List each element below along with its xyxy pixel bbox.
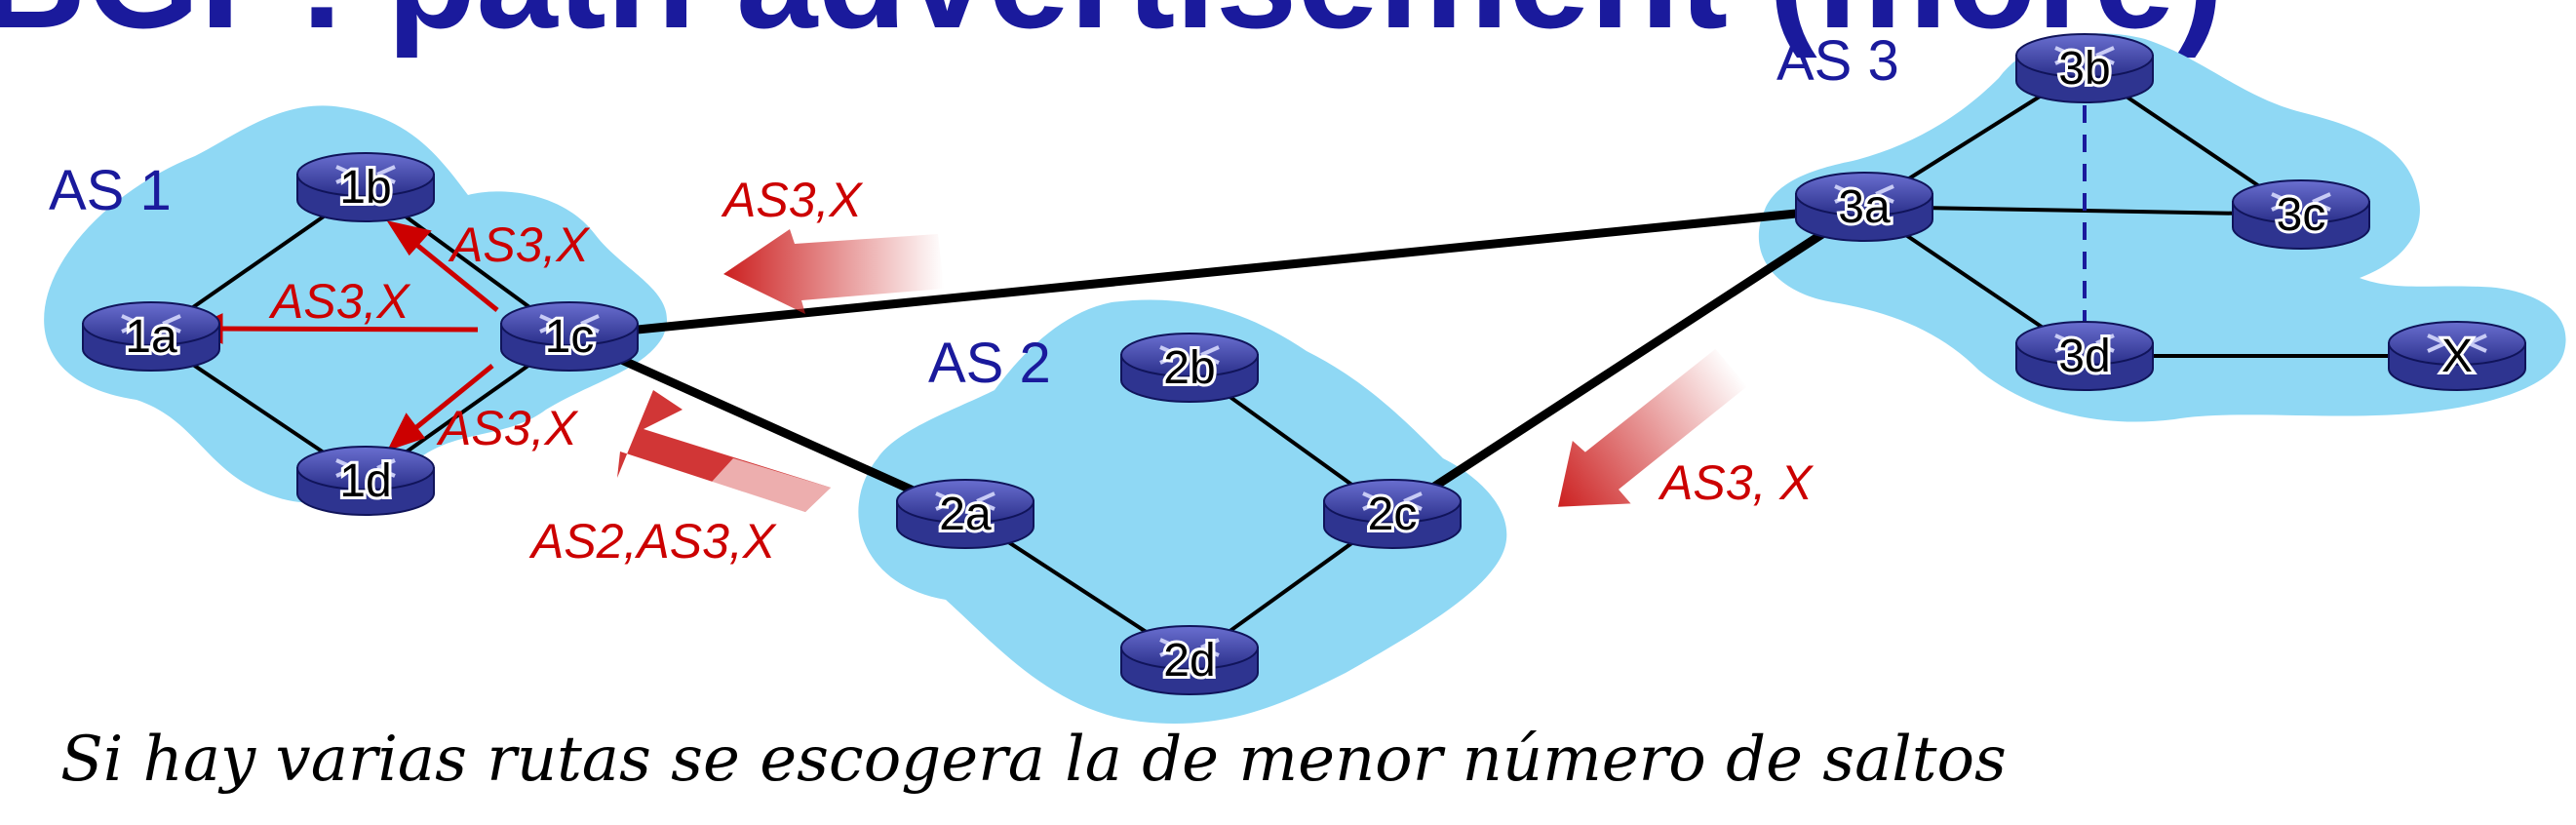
router-top (1120, 625, 1259, 670)
router-x: X (2388, 321, 2526, 391)
as2-cloud (858, 299, 1507, 724)
arrow-adv-as3-to-as2 (1558, 348, 1748, 507)
arrow-1c-1b (408, 237, 499, 312)
router-top (2015, 33, 2154, 78)
router-label: 2b (1163, 342, 1215, 394)
router-3d: 3d (2015, 321, 2154, 391)
router-label: 1d (339, 455, 391, 507)
inter-as-links (567, 202, 1867, 519)
msg-to-1a: AS3,X (268, 274, 410, 329)
router-arrows-icon (335, 165, 396, 184)
router-top (1120, 333, 1259, 377)
arrowhead-1d (387, 412, 426, 452)
arrow-adv-as3-to-as1 (723, 229, 944, 314)
router-top (1323, 479, 1462, 524)
arrow-1c-1a (215, 326, 479, 333)
router-2b: 2b (1120, 333, 1259, 403)
router-arrows-icon (539, 314, 600, 334)
msg-as1-top: AS3,X (721, 173, 863, 227)
router-label: 3c (2277, 189, 2326, 241)
router-2c: 2c (1323, 479, 1462, 549)
router-3a: 3a (1795, 172, 1933, 242)
router-label: 2c (1368, 489, 1418, 540)
as2-label: AS 2 (928, 332, 1051, 395)
router-label: 3d (2058, 331, 2110, 382)
as1-label: AS 1 (49, 159, 172, 222)
router-top (896, 479, 1034, 524)
router-arrows-icon (2271, 192, 2331, 212)
msg-from-as3: AS3, X (1658, 455, 1814, 510)
handwritten-note: Si hay varias rutas se escogera la de me… (60, 724, 2007, 796)
router-1a: 1a (82, 301, 220, 372)
link-2c-3a (1389, 203, 1867, 518)
msg-to-1b: AS3,X (448, 217, 590, 272)
arrow-1c-1d (408, 364, 494, 435)
router-3c: 3c (2232, 179, 2370, 250)
as3-cloud (1758, 33, 2566, 422)
link-1c-3a (568, 202, 1865, 341)
router-arrows-icon (1159, 345, 1220, 365)
as1-cloud (44, 105, 667, 504)
router-top (2388, 321, 2526, 366)
router-arrows-icon (2427, 334, 2487, 353)
page-title: BGP: path advertisement (more) (0, 0, 2223, 59)
msg-from-as2: AS2,AS3,X (528, 514, 777, 569)
router-arrows-icon (121, 314, 181, 334)
routers: 1a 1b 1c 1d 2a 2b 2c 2d 3a 3b 3c 3d X (82, 33, 2526, 695)
router-top (296, 152, 435, 197)
as3-label: AS 3 (1776, 29, 1899, 93)
router-1c: 1c (500, 301, 639, 372)
router-arrows-icon (2054, 46, 2115, 65)
router-top (296, 446, 435, 491)
router-label: 1c (545, 311, 595, 363)
router-label: 2d (1163, 635, 1215, 687)
router-arrows-icon (2054, 334, 2115, 353)
arrowhead-1b (386, 220, 432, 256)
router-label: X (2441, 331, 2473, 382)
router-top (2232, 179, 2370, 224)
router-label: 3b (2058, 43, 2110, 95)
router-top (2015, 321, 2154, 366)
router-2a: 2a (896, 479, 1034, 549)
router-1d: 1d (296, 446, 435, 516)
router-arrows-icon (335, 458, 396, 478)
arrow-adv-as2-to-as1 (617, 390, 831, 512)
msg-to-1d: AS3,X (436, 401, 578, 455)
router-top (1795, 172, 1933, 216)
router-arrows-icon (1362, 491, 1423, 511)
link-1c-2a (567, 332, 967, 519)
router-top (82, 301, 220, 346)
router-label: 1b (339, 162, 391, 214)
router-label: 3a (1838, 181, 1891, 233)
router-3b: 3b (2015, 33, 2154, 103)
router-label: 1a (125, 311, 177, 363)
router-arrows-icon (1834, 184, 1894, 204)
router-1b: 1b (296, 152, 435, 222)
router-label: 2a (939, 489, 992, 540)
router-arrows-icon (935, 491, 995, 511)
router-arrows-icon (1159, 638, 1220, 657)
router-top (500, 301, 639, 346)
router-2d: 2d (1120, 625, 1259, 695)
